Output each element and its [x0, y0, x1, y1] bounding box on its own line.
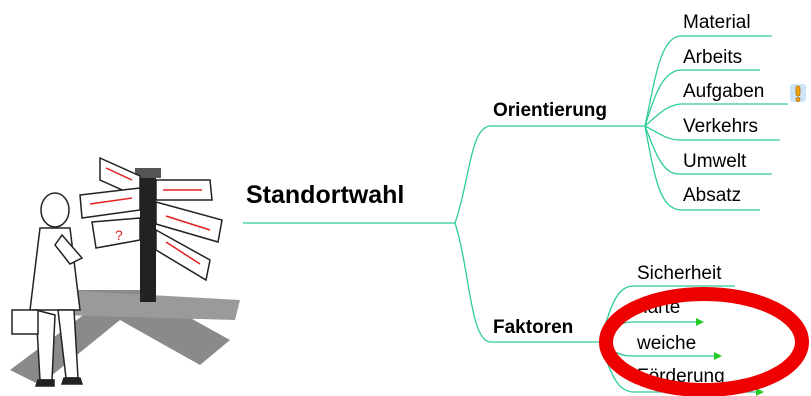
connector-orientierung: [454, 125, 645, 224]
connector-umwelt: [644, 125, 772, 175]
svg-text:?: ?: [115, 227, 123, 243]
expand-arrow-icon: [714, 352, 722, 360]
connector-material: [644, 35, 772, 127]
connector-verkehrs: [644, 125, 780, 141]
connector-absatz: [644, 125, 760, 211]
leaf-sicherheit[interactable]: Sicherheit: [637, 263, 722, 284]
leaf-arbeits[interactable]: Arbeits: [683, 47, 743, 68]
highlight-ring: [599, 287, 809, 396]
branch-orientierung-label[interactable]: Orientierung: [493, 100, 608, 121]
leaf-umwelt[interactable]: Umwelt: [683, 151, 747, 172]
leaf-weiche[interactable]: weiche: [637, 333, 697, 354]
expand-arrow-icon: [696, 318, 704, 326]
leaf-verkehrs[interactable]: Verkehrs: [683, 116, 758, 137]
connector-arbeits: [644, 69, 760, 127]
expand-arrow-icon: [756, 388, 764, 396]
signpost-illustration: ?: [10, 156, 240, 387]
branch-faktoren-label[interactable]: Faktoren: [493, 317, 574, 338]
exclamation-note-icon[interactable]: [788, 82, 808, 104]
connector-aufgaben: [644, 103, 788, 127]
leaf-absatz[interactable]: Absatz: [683, 185, 742, 206]
leaf-aufgaben[interactable]: Aufgaben: [683, 81, 765, 102]
root-node-label[interactable]: Standortwahl: [246, 181, 405, 209]
connector-faktoren: [454, 222, 600, 343]
leaf-material[interactable]: Material: [683, 12, 751, 33]
